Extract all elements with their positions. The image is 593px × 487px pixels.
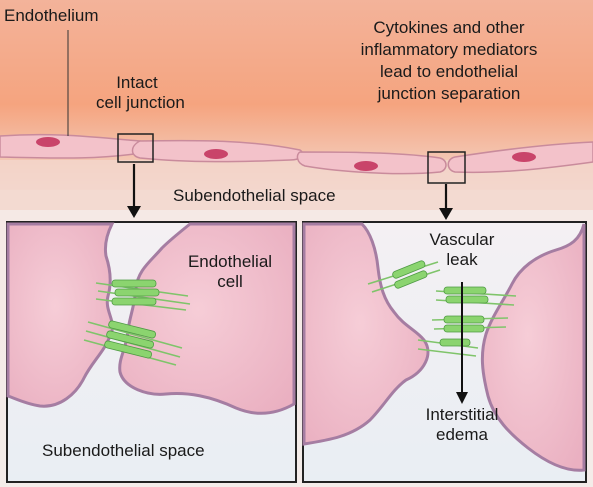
interstitial-edema-label-line: edema (436, 425, 488, 444)
cytokines-label-line: junction separation (377, 84, 521, 103)
separated-junction-box (427, 151, 466, 184)
subendothelial-space-label-bottom: Subendothelial space (42, 441, 205, 460)
subendothelial-space-label-top: Subendothelial space (173, 186, 336, 205)
endothelial-cell-label: Endothelial cell (170, 252, 290, 292)
endothelial-cell-right (118, 222, 296, 415)
retracted-cell-right (480, 223, 586, 472)
vascular-leak-arrow (456, 282, 468, 404)
interstitial-edema-label: Interstitial edema (402, 405, 522, 445)
interstitial-edema-label-line: Interstitial (425, 405, 499, 424)
vascular-leak-label-line: Vascular (429, 230, 495, 249)
cytokines-label-line: inflammatory mediators (360, 40, 538, 59)
separated-junction-panel (302, 221, 587, 483)
endothelial-lining (0, 133, 593, 175)
endothelium-label: Endothelium (4, 6, 99, 25)
intact-junction-label-line: Intact (116, 73, 158, 92)
endothelial-cell-label-line: Endothelial (187, 252, 273, 271)
nucleus (354, 161, 378, 171)
zoom-arrow-left (127, 164, 141, 218)
junction-proteins-upper (95, 279, 191, 311)
vascular-leak-label-line: leak (446, 250, 478, 269)
vascular-leak-label: Vascular leak (407, 230, 517, 270)
zoom-arrow-right (439, 184, 453, 220)
cytokines-label-line: Cytokines and other (373, 18, 525, 37)
cytokines-label-line: lead to endothelial (379, 62, 518, 81)
intact-junction-label-line: cell junction (96, 93, 185, 112)
nucleus (512, 152, 536, 162)
endothelial-cell-label-line: cell (217, 272, 243, 291)
nucleus (204, 149, 228, 159)
intact-junction-label: Intact cell junction (96, 73, 185, 113)
detached-junction-proteins (367, 260, 517, 357)
cytokines-label: Cytokines and other inflammatory mediato… (324, 17, 574, 105)
nucleus (36, 137, 60, 147)
junction-proteins-lower (83, 320, 183, 366)
intact-junction-box (117, 133, 154, 163)
intact-junction-panel (6, 221, 297, 483)
